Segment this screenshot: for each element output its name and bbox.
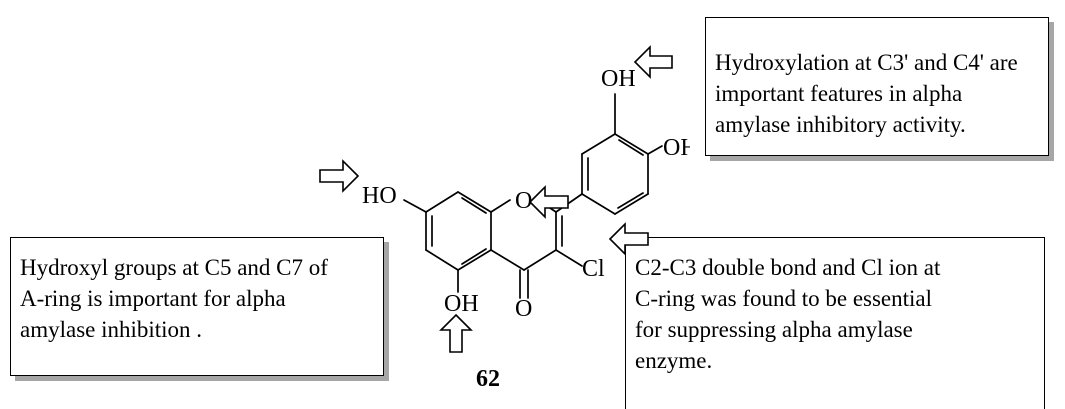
atom-label-oh-4prime: OH: [663, 135, 690, 161]
flavonoid-structure-diagram: OH OH HO O OH O Cl 62: [319, 45, 690, 392]
arrow-left-icon: [608, 222, 649, 256]
atom-labels: OH OH HO O OH O Cl 62: [362, 66, 690, 392]
annotation-line: C-ring was found to be essential: [635, 286, 933, 311]
arrow-up-icon: [439, 313, 473, 353]
annotation-line: enzyme.: [635, 348, 713, 373]
annotation-line: important features in alpha: [715, 81, 963, 106]
annotation-line: Hydroxyl groups at C5 and C7 of: [20, 255, 328, 280]
annotation-box-hydroxyl-a-ring: Hydroxyl groups at C5 and C7 of A-ring i…: [10, 237, 384, 376]
annotation-line: C2-C3 double bond and Cl ion at: [635, 255, 941, 280]
compound-number: 62: [476, 366, 500, 392]
annotation-line: amylase inhibitory activity.: [715, 112, 966, 137]
annotation-box-c-ring-double-bond: C2-C3 double bond and Cl ion at C-ring w…: [625, 237, 1045, 409]
atom-label-oh-3prime: OH: [601, 66, 636, 92]
annotation-box-hydroxylation-b-ring: Hydroxylation at C3' and C4' are importa…: [705, 17, 1049, 156]
annotation-line: amylase inhibition .: [20, 317, 203, 342]
annotation-line: Hydroxylation at C3' and C4' are: [715, 50, 1018, 75]
bond-skeleton: [403, 93, 663, 299]
atom-label-carbonyl-oxygen: O: [515, 296, 532, 322]
indicator-arrows: [319, 45, 673, 353]
atom-label-chlorine: Cl: [582, 256, 605, 282]
annotation-line: A-ring is important for alpha: [20, 286, 286, 311]
atom-label-oh-5: OH: [444, 291, 479, 317]
annotation-line: for suppressing alpha amylase: [635, 317, 913, 342]
arrow-left-icon: [633, 45, 673, 79]
arrow-right-icon: [319, 159, 360, 193]
atom-label-ring-oxygen: O: [515, 188, 532, 214]
atom-label-ho-7: HO: [362, 183, 397, 209]
arrow-left-icon: [528, 185, 569, 219]
